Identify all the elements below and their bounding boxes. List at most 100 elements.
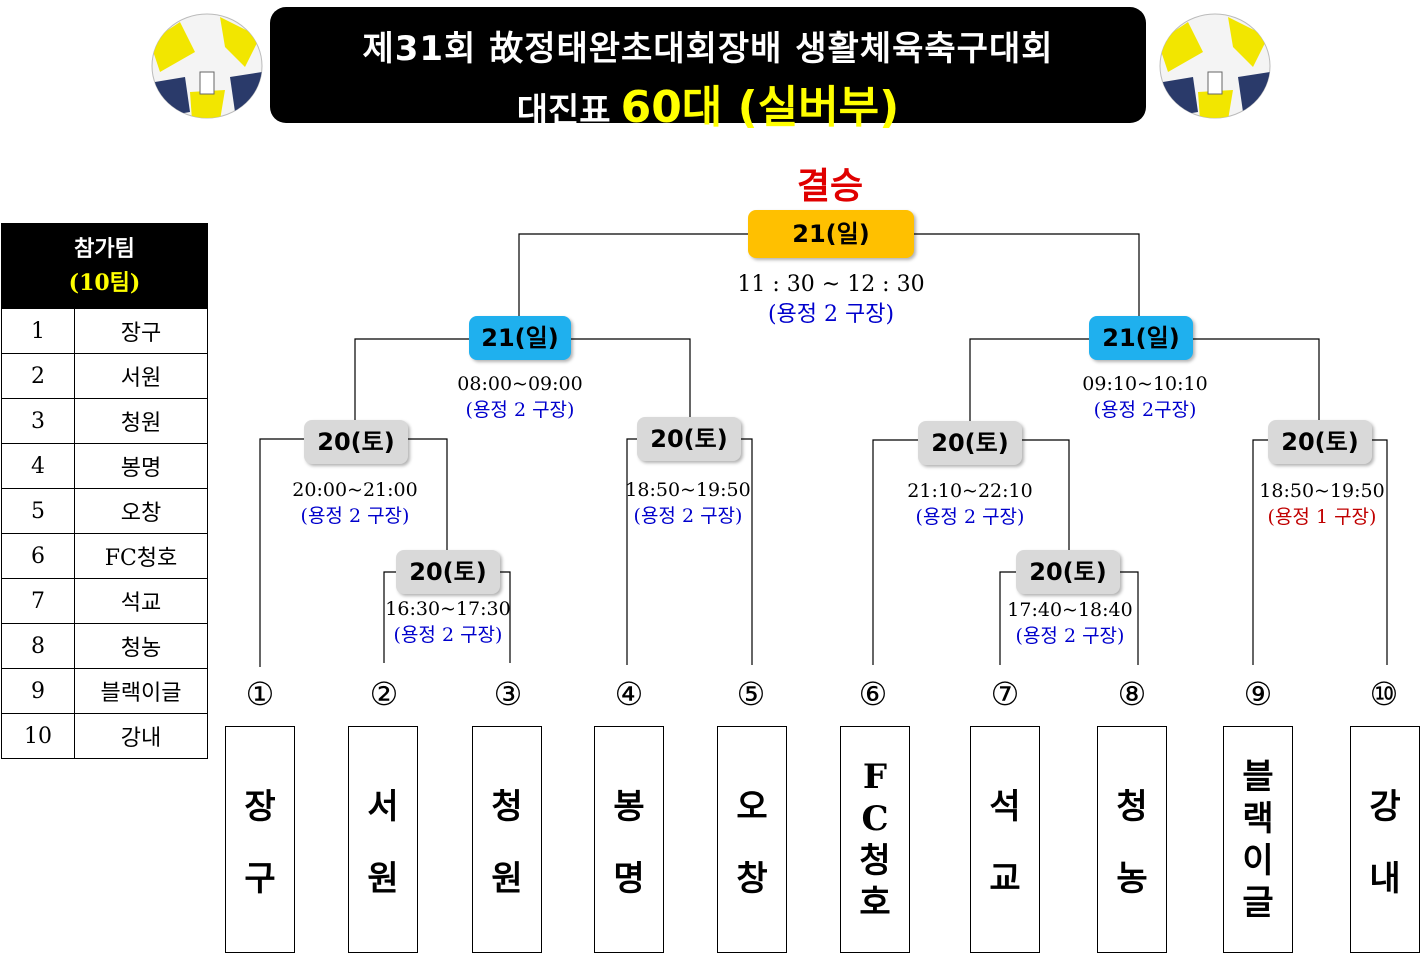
match-venue: (용정 2 구장) <box>1015 625 1125 647</box>
r1a-info: 16:30~17:30 (용정 2 구장) <box>363 596 533 648</box>
roster-header: 참가팀 (10팀) <box>1 223 208 309</box>
team-box-1: 장 구 <box>225 726 295 953</box>
final-info: 11 : 30 ~ 12 : 30 (용정 2 구장) <box>720 270 942 330</box>
slot-marker: ④ <box>614 675 644 713</box>
qf4-connector <box>1252 439 1388 665</box>
match-time: 09:10~10:10 <box>1082 373 1208 395</box>
qf2-info: 18:50~19:50 (용정 2 구장) <box>603 477 773 529</box>
team-char: 강 <box>1369 786 1401 827</box>
slot-marker: ③ <box>493 675 523 713</box>
team-box-5: 오 창 <box>717 726 787 953</box>
team-box-3: 청 원 <box>472 726 542 953</box>
qf1-info: 20:00~21:00 (용정 2 구장) <box>270 477 440 529</box>
team-char: 석 <box>989 786 1021 827</box>
team-char: 랙 <box>1242 798 1274 839</box>
team-char: 구 <box>244 859 276 900</box>
bracket-label: 대진표 <box>516 91 611 131</box>
match-venue: (용정 2 구장) <box>915 506 1025 528</box>
match-venue: (용정 1 구장) <box>1267 506 1377 528</box>
team-char: 원 <box>367 859 399 900</box>
team-char: 서 <box>367 786 399 827</box>
qf2-connector <box>626 438 753 665</box>
match-time: 16:30~17:30 <box>385 598 511 620</box>
team-name: 장구 <box>74 308 208 354</box>
semi-left-info: 08:00~09:00 (용정 2 구장) <box>440 371 600 423</box>
team-box-7: 석 교 <box>970 726 1040 953</box>
final-day-badge: 21(일) <box>748 210 914 258</box>
slot-marker: ② <box>369 675 399 713</box>
team-box-2: 서 원 <box>348 726 418 953</box>
team-char: 내 <box>1369 859 1401 900</box>
team-box-4: 봉 명 <box>594 726 664 953</box>
slot-marker: ⑧ <box>1117 675 1147 713</box>
team-name: 청원 <box>74 398 208 444</box>
soccer-ball-icon <box>1159 13 1271 119</box>
qf1-day-badge: 20(토) <box>304 420 408 464</box>
match-venue: (용정 2 구장) <box>300 505 410 527</box>
team-name: FC청호 <box>74 533 208 579</box>
match-time: 21:10~22:10 <box>907 480 1033 502</box>
team-name: 오창 <box>74 488 208 534</box>
team-char: 봉 <box>613 786 645 827</box>
roster-count: (10팀) <box>68 270 141 296</box>
team-name: 청농 <box>74 623 208 669</box>
team-box-8: 청 농 <box>1097 726 1167 953</box>
match-venue: (용정 2구장) <box>1093 399 1197 421</box>
match-time: 08:00~09:00 <box>457 373 583 395</box>
r1b-day-badge: 20(토) <box>1016 550 1120 594</box>
qf2-day-badge: 20(토) <box>637 417 741 461</box>
match-time: 18:50~19:50 <box>1259 480 1385 502</box>
team-char: 명 <box>613 859 645 900</box>
qf3-day-badge: 20(토) <box>918 421 1022 465</box>
team-char: 글 <box>1242 882 1274 923</box>
slot-marker: ⑤ <box>736 675 766 713</box>
team-char: 원 <box>491 859 523 900</box>
slot-marker: ⑦ <box>990 675 1020 713</box>
team-char: 청 <box>1116 786 1148 827</box>
slot-marker: ① <box>245 675 275 713</box>
roster-title: 참가팀 <box>74 236 135 262</box>
match-time: 18:50~19:50 <box>625 479 751 501</box>
team-box-10: 강 내 <box>1350 726 1420 953</box>
team-name: 강내 <box>74 713 208 759</box>
match-time: 20:00~21:00 <box>292 479 418 501</box>
team-name: 석교 <box>74 578 208 624</box>
team-number: 1 <box>1 308 75 354</box>
semi-right-info: 09:10~10:10 (용정 2구장) <box>1065 371 1225 423</box>
team-char: 장 <box>244 786 276 827</box>
team-char: 호 <box>859 882 891 923</box>
slot-marker: ⑩ <box>1369 675 1399 713</box>
team-name: 서원 <box>74 353 208 399</box>
team-char: 창 <box>736 859 768 900</box>
team-char: 블 <box>1242 756 1274 797</box>
final-label: 결승 <box>796 166 864 207</box>
semi-right-day-badge: 21(일) <box>1089 316 1193 360</box>
r1a-day-badge: 20(토) <box>396 550 500 594</box>
match-time: 11 : 30 ~ 12 : 30 <box>737 272 925 297</box>
team-number: 8 <box>1 623 75 669</box>
team-box-6: F C 청 호 <box>840 726 910 953</box>
qf4-day-badge: 20(토) <box>1268 420 1372 464</box>
team-char: 오 <box>736 786 768 827</box>
match-venue: (용정 2 구장) <box>767 302 895 327</box>
team-number: 3 <box>1 398 75 444</box>
team-number: 4 <box>1 443 75 489</box>
team-char: F <box>862 756 888 797</box>
match-venue: (용정 2 구장) <box>465 399 575 421</box>
semi-left-day-badge: 21(일) <box>469 316 571 360</box>
team-char: C <box>861 798 889 839</box>
team-char: 교 <box>989 859 1021 900</box>
team-name: 봉명 <box>74 443 208 489</box>
match-venue: (용정 2 구장) <box>633 505 743 527</box>
